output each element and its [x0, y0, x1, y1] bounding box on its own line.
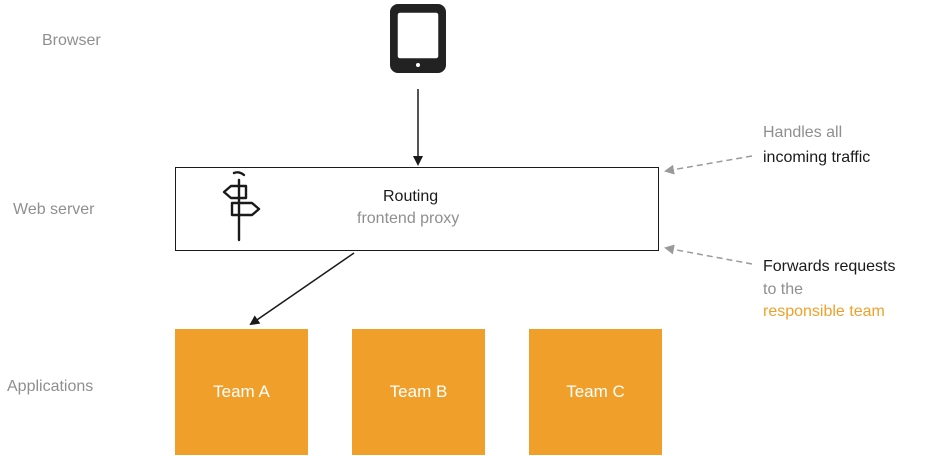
team-b-label: Team B [389, 382, 448, 401]
proxy-subtitle: frontend proxy [357, 210, 460, 227]
proxy-title: Routing [383, 188, 439, 205]
note-incoming-line1: Handles all [763, 124, 843, 141]
tablet-icon [390, 4, 446, 73]
note-forwards-line2: to the [763, 281, 804, 298]
team-a-label: Team A [213, 382, 270, 401]
note-forwards-line1: Forwards requests [763, 258, 896, 275]
dashed-arrow-forwards [664, 244, 753, 265]
layer-label-applications: Applications [7, 378, 94, 395]
dashed-arrow-incoming [664, 155, 753, 175]
note-forwards-line3: responsible team [763, 303, 885, 320]
routing-proxy-box: Routing frontend proxy [175, 167, 659, 251]
note-incoming-line2: incoming traffic [763, 149, 871, 166]
layer-label-browser: Browser [42, 32, 101, 49]
team-c-label: Team C [566, 382, 625, 401]
signpost-icon [222, 171, 261, 242]
team-b-box: Team B [352, 329, 485, 455]
layer-label-web-server: Web server [13, 201, 95, 218]
team-a-box: Team A [175, 329, 308, 455]
arrow-proxy-to-team-a [249, 252, 355, 326]
team-c-box: Team C [529, 329, 662, 455]
